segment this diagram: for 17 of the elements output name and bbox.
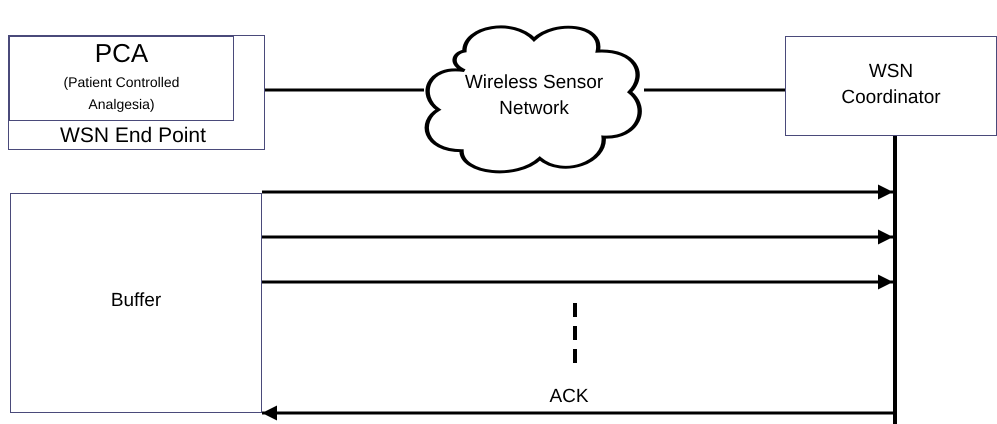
endpoint-label: WSN End Point	[59, 124, 207, 148]
coordinator-box	[785, 36, 997, 136]
lifeline	[893, 136, 897, 424]
pca-title: PCA	[94, 39, 150, 67]
arrow	[262, 230, 893, 244]
buffer-box	[10, 193, 262, 413]
arrow	[262, 406, 893, 420]
pca-description: (Patient Controlled Analgesia)	[62, 73, 180, 114]
pca-box	[9, 36, 234, 121]
connector-line	[644, 88, 785, 92]
connector-line	[265, 88, 424, 92]
arrow	[262, 184, 893, 200]
network-label: Wireless Sensor Network	[464, 71, 604, 121]
buffer-label: Buffer	[110, 290, 162, 312]
arrow	[262, 274, 893, 290]
coordinator-label: WSN Coordinator	[840, 60, 942, 110]
endpoint-box	[8, 35, 265, 150]
